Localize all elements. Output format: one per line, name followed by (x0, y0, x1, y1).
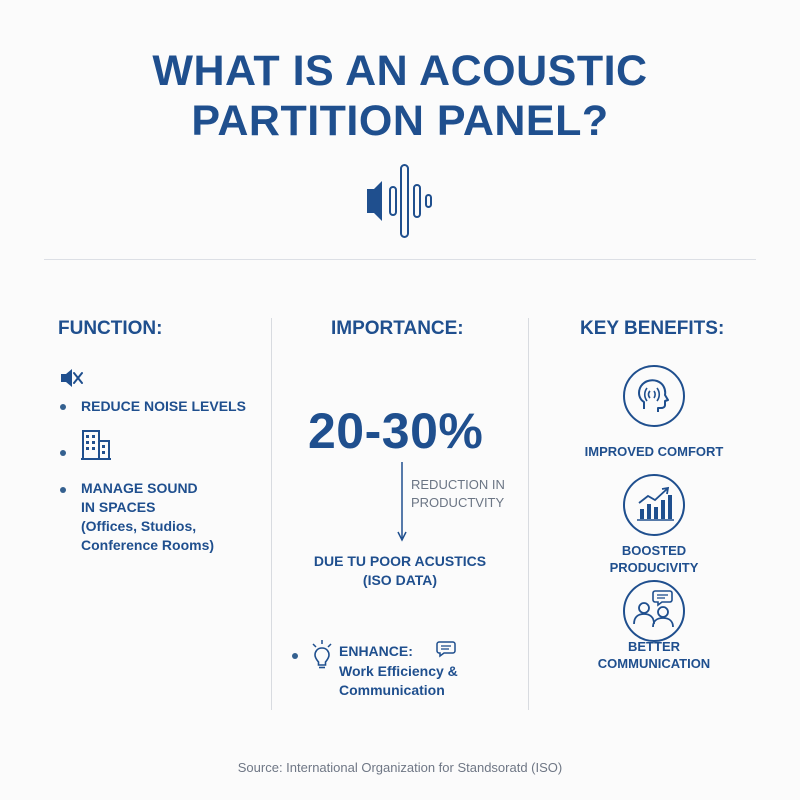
stat-value: 20-30% (308, 403, 484, 459)
function-bullet-3 (60, 487, 66, 493)
manage-sound-line-1: MANAGE SOUND (81, 480, 198, 496)
page-title: WHAT IS AN ACOUSTIC PARTITION PANEL? (0, 46, 800, 146)
enhance-line-1: Work Efficiency & (339, 663, 458, 679)
manage-sound-line-2: IN SPACES (81, 499, 156, 515)
benefit-improved-comfort: IMPROVED COMFORT (584, 444, 724, 459)
building-icon (80, 427, 112, 461)
stat-note-line-2: PRODUCTVITY (411, 495, 505, 510)
chat-bubble-icon (436, 640, 456, 658)
lightbulb-icon (310, 638, 334, 670)
function-bullet-1 (60, 404, 66, 410)
title-line-2: PARTITION PANEL? (191, 97, 609, 145)
function-bullet-2 (60, 450, 66, 456)
boosted-line-1: BOOSTED (621, 543, 687, 558)
speaker-soundwave-icon (360, 163, 440, 239)
enhance-text: Work Efficiency & Communication (339, 662, 458, 700)
enhance-line-2: Communication (339, 682, 445, 698)
bar-chart-growth-icon (622, 473, 686, 537)
enhance-label: ENHANCE: (339, 643, 413, 659)
stat-cause-line-2: (ISO DATA) (362, 572, 438, 588)
title-line-1: WHAT IS AN ACOUSTIC (152, 47, 648, 95)
source-citation: Source: International Organization for S… (237, 760, 563, 775)
manage-sound-line-3: (Offices, Studios, (81, 518, 197, 534)
people-chat-icon (622, 579, 686, 643)
function-item-manage-sound: MANAGE SOUND IN SPACES (Offices, Studios… (81, 479, 214, 555)
function-item-reduce-noise: REDUCE NOISE LEVELS (81, 398, 246, 414)
speaker-mute-icon (59, 367, 85, 389)
enhance-bullet (292, 653, 298, 659)
benefit-boosted-productivity: BOOSTED PRODUCIVITY (574, 542, 734, 576)
head-soundwave-icon (622, 364, 686, 428)
function-heading: FUNCTION: (58, 318, 163, 339)
stat-cause-line-1: DUE TU POOR ACUSTICS (313, 553, 487, 569)
stat-note-line-1: REDUCTION IN (411, 477, 505, 492)
benefits-heading: KEY BENEFITS: (580, 318, 725, 339)
manage-sound-line-4: Conference Rooms) (81, 537, 215, 553)
arrow-down-icon (396, 462, 408, 544)
stat-note: REDUCTION IN PRODUCTVITY (411, 476, 505, 512)
column-divider-1 (271, 318, 272, 710)
stat-cause: DUE TU POOR ACUSTICS (ISO DATA) (300, 552, 500, 590)
better-line-2: COMMUNICATION (597, 656, 711, 671)
column-divider-2 (528, 318, 529, 710)
importance-heading: IMPORTANCE: (331, 318, 464, 339)
boosted-line-2: PRODUCIVITY (609, 560, 699, 575)
better-line-1: BETTER (628, 639, 680, 654)
benefit-better-communication: BETTER COMMUNICATION (574, 638, 734, 672)
header-divider (44, 259, 756, 260)
